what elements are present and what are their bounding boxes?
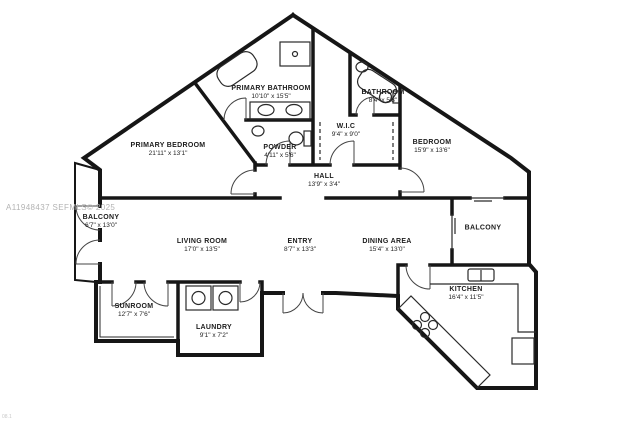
room-label-kitchen: KITCHEN 16'4" x 11'5"	[448, 286, 484, 302]
exterior-walls	[80, 12, 538, 390]
kitchen-door	[405, 264, 431, 290]
wic-door	[329, 140, 355, 166]
bedroom-balcony-slider	[470, 197, 505, 202]
dryer-icon	[212, 285, 239, 311]
slider-doors	[451, 197, 505, 250]
double-vanity-icon	[249, 101, 311, 120]
sink-icon	[355, 61, 369, 73]
primary-bedroom-door	[230, 169, 256, 195]
toilet-icon	[378, 90, 400, 104]
primary-bathroom-door	[223, 97, 247, 121]
mls-watermark: A11948437 SEFMLS© 2025	[6, 203, 116, 212]
toilet-icon	[288, 130, 312, 147]
fridge-icon	[511, 337, 535, 365]
room-label-balcony-left: BALCONY 6'7" x 13'0"	[82, 214, 120, 230]
sunroom-door-left	[111, 281, 137, 307]
room-label-hall: HALL 13'9" x 3'4"	[307, 173, 341, 189]
door-arcs	[75, 96, 431, 314]
bathtub-icon	[356, 68, 398, 104]
room-label-bathroom: BATHROOM 8'4" x 5'3"	[361, 89, 405, 105]
left-balcony-outline	[74, 161, 101, 283]
bathroom-door	[355, 96, 375, 116]
kitchen-counter	[430, 283, 536, 333]
room-label-laundry: LAUNDRY 9'1" x 7'2"	[195, 324, 233, 340]
bathtub-icon	[216, 51, 258, 87]
balcony-door-upper	[75, 205, 101, 231]
room-label-dining-area: DINING AREA 15'4" x 13'0"	[362, 238, 412, 254]
room-label-sunroom: SUNROOM 12'7" x 7'6"	[114, 303, 154, 319]
balcony-right-slider	[451, 214, 456, 250]
powder-door	[265, 140, 291, 166]
room-label-powder: POWDER 4'11" x 5'6"	[263, 144, 297, 160]
sink-icon	[251, 125, 265, 137]
stove-icon	[411, 311, 439, 339]
shower-icon	[279, 41, 311, 67]
kitchen-sink-icon	[467, 268, 495, 282]
room-label-living-room: LIVING ROOM 17'0" x 13'5"	[176, 238, 228, 254]
balcony-door-lower	[75, 239, 101, 265]
room-label-wic: W.I.C 9'4" x 9'0"	[331, 123, 361, 139]
bedroom-door	[399, 167, 425, 193]
room-label-bedroom: BEDROOM 15'9" x 13'6"	[412, 139, 452, 155]
washer-icon	[185, 285, 212, 311]
sunroom-door-right	[143, 281, 169, 307]
room-label-entry: ENTRY 8'7" x 13'3"	[283, 238, 317, 254]
kitchen-island-counter	[397, 295, 491, 389]
fixtures	[99, 41, 536, 389]
room-label-primary-bedroom: PRIMARY BEDROOM 21'11" x 13'1"	[130, 142, 206, 158]
interior-walls	[98, 27, 531, 343]
laundry-door	[239, 281, 261, 303]
corner-mark: 08.1	[2, 414, 12, 420]
closet-rod-icon	[319, 122, 394, 160]
room-label-primary-bathroom: PRIMARY BATHROOM 10'10" x 15'5"	[231, 85, 311, 101]
entry-double-door	[282, 292, 324, 314]
sunroom-windows	[99, 286, 174, 338]
room-label-balcony-right: BALCONY	[464, 224, 502, 232]
